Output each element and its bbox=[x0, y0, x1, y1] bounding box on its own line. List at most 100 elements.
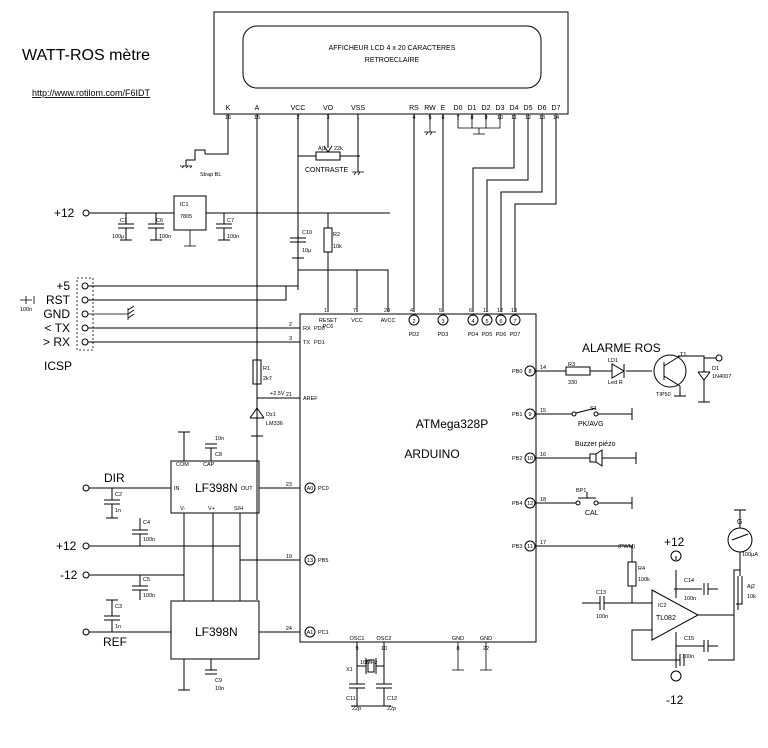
sh1-name: LF398N bbox=[195, 481, 238, 495]
c4-name: C4 bbox=[143, 520, 150, 526]
icsp-pin-label: GND bbox=[43, 307, 70, 321]
ld1-name: LD1 bbox=[608, 358, 618, 364]
sample-hold-2 bbox=[89, 546, 300, 691]
power-supply bbox=[82, 195, 390, 312]
c13-name: C13 bbox=[596, 590, 606, 596]
mcu-pin-number: 4 bbox=[410, 308, 413, 314]
aj1-name: Aj1 bbox=[318, 146, 326, 152]
c3-value: 1n bbox=[115, 624, 121, 630]
mcu-port-label: PB2 bbox=[512, 456, 522, 462]
r1-name: R1 bbox=[263, 366, 270, 372]
c12-name: C12 bbox=[387, 696, 397, 702]
arduino-pin-badge: 13 bbox=[307, 558, 313, 564]
mcu-pin-number: 2 bbox=[289, 322, 292, 328]
lcd-pin-label: K bbox=[226, 105, 231, 112]
mcu-port-label: PD4 bbox=[468, 332, 479, 338]
mcu-pin-number: 5 bbox=[439, 308, 442, 314]
mcu-port-label: PD5 bbox=[482, 332, 493, 338]
arduino-pin-badge: 7 bbox=[513, 319, 516, 325]
lcd-pin-number: 9 bbox=[484, 115, 487, 121]
c5-name: C5 bbox=[143, 577, 150, 583]
dz1-name: Dz1 bbox=[266, 412, 276, 418]
sh1-vp: V+ bbox=[208, 506, 215, 512]
c8-name: C8 bbox=[215, 452, 222, 458]
c13-value: 100n bbox=[596, 614, 608, 620]
mcu-port-label: PB3 bbox=[512, 544, 522, 550]
lcd-pin-number: 8 bbox=[470, 115, 473, 121]
input-dir-label: DIR bbox=[104, 471, 125, 485]
lcd-pin-label: D3 bbox=[496, 105, 505, 112]
mcu-pin-number: 7 bbox=[353, 308, 356, 314]
mcu-pin-name: TX bbox=[303, 340, 310, 346]
mcu-pin-number: 21 bbox=[286, 392, 292, 398]
arduino-pin-badge: 3 bbox=[441, 319, 444, 325]
arduino-pin-badge: 11 bbox=[527, 544, 533, 550]
input-ref-label: REF bbox=[103, 635, 127, 649]
icsp-pin-label: +5 bbox=[56, 279, 70, 293]
c1-value: 100µ bbox=[112, 234, 125, 240]
buzzer-label: Buzzer piézo bbox=[575, 441, 616, 448]
icsp-pin-label: > RX bbox=[43, 335, 70, 349]
r1-value: 2k7 bbox=[263, 376, 272, 382]
c7-name: C7 bbox=[227, 218, 234, 224]
arduino-pin-badge: A0 bbox=[307, 486, 314, 492]
s1-label: PK/AVG bbox=[578, 421, 604, 428]
aj1-value: 22k bbox=[334, 146, 343, 152]
arduino-pin-badge: 4 bbox=[471, 319, 474, 325]
c4-value: 100n bbox=[143, 537, 155, 543]
arduino-pin-badge: 6 bbox=[499, 319, 502, 325]
meter-m12-label: -12 bbox=[666, 693, 684, 707]
ic2-name: IC2 bbox=[658, 603, 667, 609]
lcd-pin-number: 14 bbox=[553, 115, 559, 121]
mcu-pin-name: RESET bbox=[319, 318, 338, 324]
sh1-in: IN bbox=[174, 486, 180, 492]
lcd-pin-label: D2 bbox=[482, 105, 491, 112]
c1-name: C1 bbox=[120, 218, 127, 224]
sh1-vm: V- bbox=[180, 506, 185, 512]
lcd-pin-number: 15 bbox=[254, 115, 260, 121]
pwm-label: (PWM) bbox=[618, 544, 635, 550]
c6-name: C6 bbox=[156, 218, 163, 224]
sample-hold-1 bbox=[89, 431, 300, 576]
mcu-pin-name: VCC bbox=[351, 318, 363, 324]
c6-value: 100n bbox=[159, 234, 171, 240]
lcd-pin-label: D7 bbox=[552, 105, 561, 112]
project-url[interactable]: http://www.rotilom.com/F6IDT bbox=[32, 88, 151, 98]
mcu-port-label: PB5 bbox=[318, 558, 328, 564]
mcu-pin-number: 23 bbox=[286, 482, 292, 488]
lcd-pin-number: 1 bbox=[356, 115, 359, 121]
aj1-label: CONTRASTE bbox=[305, 167, 349, 174]
icsp-pin-label: < TX bbox=[45, 321, 70, 335]
c7-value: 100n bbox=[227, 234, 239, 240]
lcd-pin-number: 13 bbox=[539, 115, 545, 121]
crystal-circuit bbox=[349, 642, 492, 707]
lcd-pin-number: 3 bbox=[326, 115, 329, 121]
c10-value: 10µ bbox=[302, 248, 312, 254]
lcd-pin-label: D4 bbox=[510, 105, 519, 112]
alarm-circuit bbox=[536, 354, 723, 403]
c9-name: C9 bbox=[215, 678, 222, 684]
c11-value: 22p bbox=[352, 706, 361, 712]
lcd-pin-label: D6 bbox=[538, 105, 547, 112]
mcu-sub: ARDUINO bbox=[404, 447, 459, 461]
mcu-port-label: PC0 bbox=[318, 486, 329, 492]
mcu-pin-name: AVCC bbox=[381, 318, 396, 324]
c14-value: 100n bbox=[684, 596, 696, 602]
r2-name: R2 bbox=[333, 232, 340, 238]
c3-name: C3 bbox=[115, 604, 122, 610]
icsp-label: ICSP bbox=[44, 359, 72, 373]
meter-p12-label: +12 bbox=[664, 535, 685, 549]
t1-name: T1 bbox=[680, 352, 686, 358]
mcu-pin-name: AREF bbox=[303, 396, 318, 402]
lcd-pin-label: D0 bbox=[454, 105, 463, 112]
lcd-pin-label: VCC bbox=[291, 105, 306, 112]
mcu-pin-name: GND bbox=[480, 636, 492, 642]
input-terminals bbox=[82, 484, 148, 636]
c14-name: C14 bbox=[684, 578, 694, 584]
lcd-title-line1: AFFICHEUR LCD 4 x 20 CARACTERES bbox=[329, 45, 456, 52]
arduino-pin-badge: 12 bbox=[527, 501, 533, 507]
c15-value: 100n bbox=[682, 654, 694, 660]
mcu-port-label: PB0 bbox=[512, 369, 522, 375]
c11-name: C11 bbox=[346, 696, 356, 702]
